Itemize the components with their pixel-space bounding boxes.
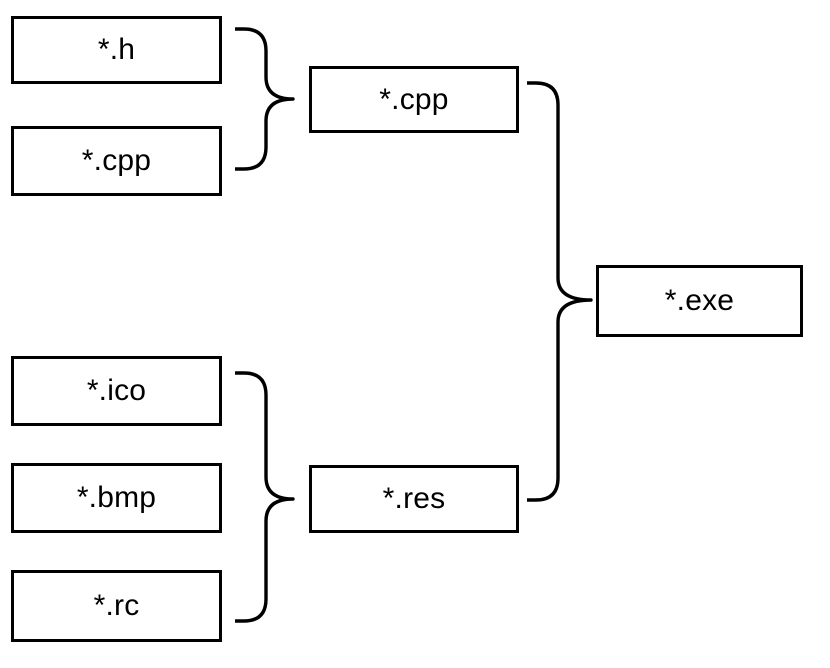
node-box-rc: *.rc bbox=[11, 570, 222, 642]
node-label-ico: *.ico bbox=[86, 374, 147, 407]
node-label-h: *.h bbox=[97, 33, 136, 66]
node-box-cpp_in: *.cpp bbox=[11, 126, 222, 196]
resource-files-brace bbox=[235, 371, 295, 623]
node-box-ico: *.ico bbox=[11, 356, 222, 426]
node-box-exe: *.exe bbox=[596, 265, 803, 337]
node-label-cpp_out: *.cpp bbox=[379, 82, 449, 116]
node-label-exe: *.exe bbox=[664, 284, 735, 317]
link-stage-brace bbox=[527, 81, 593, 502]
node-label-res: *.res bbox=[382, 482, 446, 515]
node-box-h: *.h bbox=[11, 16, 222, 84]
node-label-cpp_in: *.cpp bbox=[81, 144, 152, 177]
node-box-bmp: *.bmp bbox=[11, 463, 222, 533]
node-label-rc: *.rc bbox=[93, 589, 140, 622]
node-box-cpp_out: *.cpp bbox=[309, 66, 519, 133]
source-files-brace bbox=[235, 27, 295, 171]
node-box-res: *.res bbox=[309, 465, 519, 533]
node-label-bmp: *.bmp bbox=[76, 481, 157, 514]
